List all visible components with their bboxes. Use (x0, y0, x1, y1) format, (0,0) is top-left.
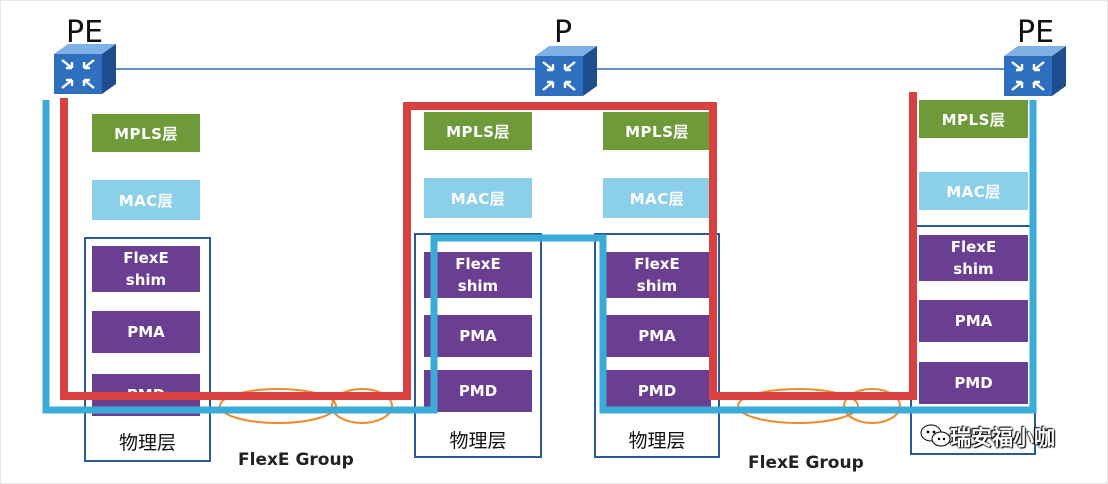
phys-label-p-right: 物理层 (628, 430, 686, 452)
flexe-group-ring-left (219, 388, 393, 424)
flexe-group-label-right: FlexE Group (748, 453, 864, 473)
phys-label-pe-left: 物理层 (118, 432, 176, 454)
node-label-pe-left: PE (66, 15, 104, 50)
router-icon (1004, 46, 1066, 96)
watermark-text: 瑞安福小咖 (950, 426, 1055, 450)
mpls-layer-p-left: MPLS层 (424, 112, 532, 150)
flexe-group-ring-right (737, 388, 901, 424)
router-p (531, 42, 599, 98)
mac-layer-p-left: MAC层 (424, 178, 532, 218)
mac-layer-pe-right: MAC层 (919, 172, 1028, 210)
router-icon (535, 46, 597, 96)
phys-container-pe-left (84, 237, 211, 462)
pma-pe-right: PMA (919, 300, 1028, 342)
node-label-pe-right: PE (1017, 15, 1055, 50)
mpls-layer-pe-right: MPLS层 (919, 100, 1028, 138)
mpls-layer-pe-left: MPLS层 (92, 114, 200, 152)
red-mpls-path (60, 92, 917, 400)
flexe-shim-p-right: FlexE shim (603, 252, 711, 298)
flexe-shim-pe-left: FlexE shim (92, 246, 200, 292)
flexe-shim-pe-right: FlexE shim (919, 235, 1028, 281)
router-icon (54, 44, 116, 94)
pmd-p-left: PMD (424, 370, 532, 412)
flexe-group-label-left: FlexE Group (238, 450, 354, 470)
router-pe-left (50, 40, 118, 96)
node-label-p: P (554, 15, 573, 50)
router-pe-right (1000, 42, 1068, 98)
pma-pe-left: PMA (92, 311, 200, 353)
pma-p-right: PMA (603, 315, 711, 357)
phys-container-p-left (414, 233, 542, 458)
pmd-p-right: PMD (603, 370, 711, 412)
flexe-shim-p-left: FlexE shim (424, 252, 532, 298)
mac-layer-pe-left: MAC层 (92, 180, 200, 220)
phys-container-p-right (594, 233, 720, 458)
mac-layer-p-right: MAC层 (603, 178, 711, 218)
pma-p-left: PMA (424, 315, 532, 357)
blue-path (42, 100, 1037, 414)
phys-label-p-left: 物理层 (449, 430, 507, 452)
pmd-pe-right: PMD (919, 362, 1028, 404)
mpls-layer-p-right: MPLS层 (603, 112, 711, 150)
